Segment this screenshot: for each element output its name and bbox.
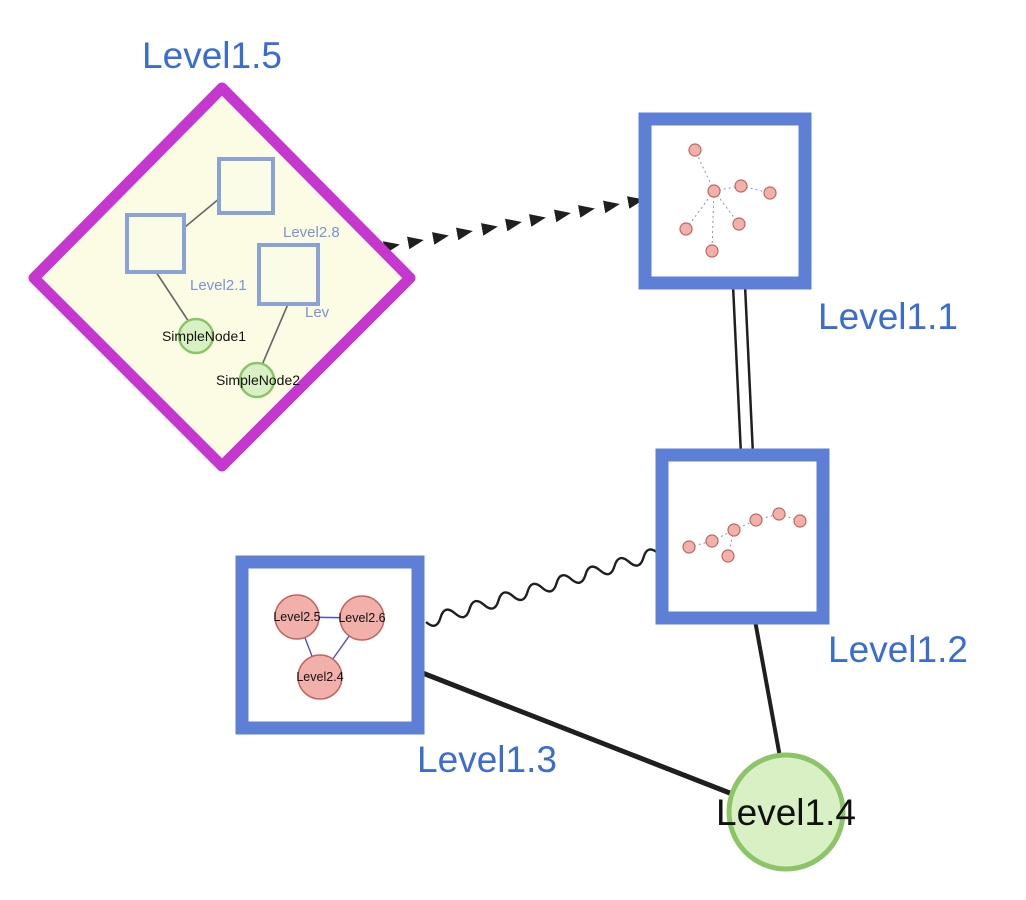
label-level2-4: Level2.4 xyxy=(296,670,343,684)
edge-level15-level11[interactable] xyxy=(382,196,644,254)
node-level14[interactable] xyxy=(726,752,846,872)
edge-level11-level12[interactable] xyxy=(731,284,755,456)
label-lev: Lev xyxy=(305,304,330,321)
mini-nodes-level12 xyxy=(682,507,807,563)
mini-node[interactable] xyxy=(763,186,777,200)
mini-edge xyxy=(688,540,713,548)
node-level13-group: Level2.5 Level2.6 Level2.4 Level1.3 xyxy=(235,555,557,780)
mini-node[interactable] xyxy=(682,540,696,554)
diamond-inner-edges xyxy=(155,197,289,366)
node-level2-6[interactable] xyxy=(339,595,385,641)
mini-node[interactable] xyxy=(707,184,721,198)
node-level2-4[interactable] xyxy=(297,654,343,700)
node-level2-5[interactable] xyxy=(274,594,320,640)
node-level12-group: Level1.2 xyxy=(655,448,968,670)
mini-node[interactable] xyxy=(727,523,741,537)
mini-node[interactable] xyxy=(749,513,763,527)
label-level1-3: Level1.3 xyxy=(417,739,557,780)
label-level1-5: Level1.5 xyxy=(142,35,282,76)
edges-layer xyxy=(382,196,784,800)
label-level1-2: Level1.2 xyxy=(828,629,968,670)
mini-node[interactable] xyxy=(705,244,719,258)
inner-square-left[interactable] xyxy=(125,213,186,274)
mini-node[interactable] xyxy=(772,507,786,521)
node-level11-group: Level1.1 xyxy=(638,112,958,337)
diamond-shape-level15[interactable] xyxy=(28,82,416,472)
mini-node[interactable] xyxy=(734,179,748,193)
inner-edge[interactable] xyxy=(261,303,289,366)
mini-edge xyxy=(755,513,780,521)
group-frame-level13[interactable] xyxy=(235,555,425,735)
mini-node[interactable] xyxy=(793,514,807,528)
mini-graph-level12 xyxy=(682,507,807,563)
label-level1-4: Level1.4 xyxy=(716,792,856,833)
mini-node[interactable] xyxy=(732,217,746,231)
inner-square-top[interactable] xyxy=(217,157,275,215)
label-level2-1: Level2.1 xyxy=(190,277,247,294)
diamond-inner-squares xyxy=(125,157,320,306)
inner-edge[interactable] xyxy=(184,197,221,228)
node-level15-group: Level2.8 Level2.1 Lev SimpleNode1 Simple… xyxy=(28,35,416,472)
label-simplenode1: SimpleNode1 xyxy=(162,328,246,344)
group-frame-level11[interactable] xyxy=(638,112,812,290)
label-level1-1: Level1.1 xyxy=(818,296,958,337)
mini-node[interactable] xyxy=(721,549,735,563)
label-level2-5: Level2.5 xyxy=(273,610,320,624)
mini-edge xyxy=(711,190,715,252)
label-simplenode2: SimpleNode2 xyxy=(216,372,300,388)
simple-nodes xyxy=(177,317,276,399)
edge-level12-level14[interactable] xyxy=(752,613,784,770)
mini-graph-level11 xyxy=(679,143,777,258)
mini-nodes-level11 xyxy=(679,143,777,258)
level2-nodes-level13 xyxy=(274,594,385,700)
mini-edges-level11 xyxy=(685,149,771,252)
group-frame-level12[interactable] xyxy=(655,448,830,625)
label-level2-8: Level2.8 xyxy=(283,224,340,241)
mini-node[interactable] xyxy=(705,534,719,548)
edge-level13-level14[interactable] xyxy=(417,669,743,800)
mini-edge xyxy=(713,190,740,225)
label-level2-6: Level2.6 xyxy=(338,611,385,625)
node-simplenode1[interactable] xyxy=(177,317,215,355)
node-simplenode2[interactable] xyxy=(238,361,276,399)
double-line-b[interactable] xyxy=(743,284,755,456)
inner-edge[interactable] xyxy=(155,271,190,323)
mini-node[interactable] xyxy=(688,143,702,157)
edge-level13-level12[interactable] xyxy=(425,548,659,627)
double-line-a[interactable] xyxy=(731,284,743,456)
mini-node[interactable] xyxy=(679,222,693,236)
mini-edge xyxy=(778,513,801,522)
node-level14-group: Level1.4 xyxy=(716,752,856,872)
inner-square-right[interactable] xyxy=(257,243,320,306)
